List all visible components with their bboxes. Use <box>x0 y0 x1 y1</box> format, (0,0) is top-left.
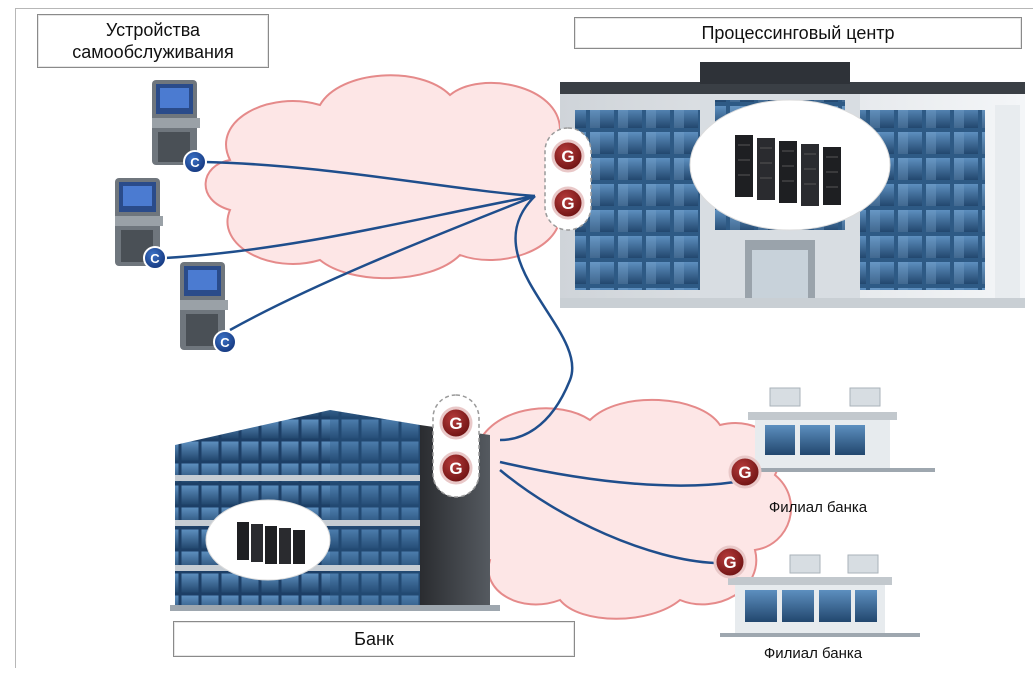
branch-label-1: Филиал банка <box>768 499 868 516</box>
client-badge-icon: C <box>183 150 207 174</box>
processing-center-building-icon <box>560 62 1025 308</box>
branch-building-icon <box>720 554 920 637</box>
processing-gateway-group: G G <box>544 127 592 231</box>
bank-gateway-group: G G <box>432 394 480 498</box>
svg-text:G: G <box>449 459 462 478</box>
svg-text:G: G <box>561 147 574 166</box>
svg-text:G: G <box>449 414 462 433</box>
atm-icon <box>115 178 163 266</box>
svg-text:G: G <box>723 553 736 572</box>
client-badge-icon: C <box>143 246 167 270</box>
gateway-badge-icon: G <box>551 186 585 220</box>
gateway-badge-icon: G <box>551 139 585 173</box>
atm-icon <box>180 262 228 350</box>
svg-text:C: C <box>220 335 230 350</box>
bank-label: Банк <box>173 621 575 657</box>
bank-building-icon <box>170 410 500 611</box>
self-service-devices-label: Устройства самообслуживания <box>37 14 269 68</box>
gateway-badge-icon: G <box>439 406 473 440</box>
svg-text:C: C <box>150 251 160 266</box>
atm-icon <box>152 80 200 165</box>
processing-center-label: Процессинговый центр <box>574 17 1022 49</box>
server-rack-icon <box>237 522 305 564</box>
gateway-badge-icon: G <box>439 451 473 485</box>
branch-building-icon <box>740 387 935 472</box>
branch-label-2: Филиал банка <box>763 645 863 662</box>
frame-top-border <box>15 8 1033 9</box>
gateway-badge-icon: G <box>728 455 762 489</box>
svg-text:G: G <box>738 463 751 482</box>
frame-left-border <box>15 8 16 668</box>
gateway-badge-icon: G <box>713 545 747 579</box>
client-badge-icon: C <box>213 330 237 354</box>
svg-text:C: C <box>190 155 200 170</box>
svg-text:G: G <box>561 194 574 213</box>
network-links <box>164 160 736 565</box>
server-rack-icon <box>735 135 841 206</box>
